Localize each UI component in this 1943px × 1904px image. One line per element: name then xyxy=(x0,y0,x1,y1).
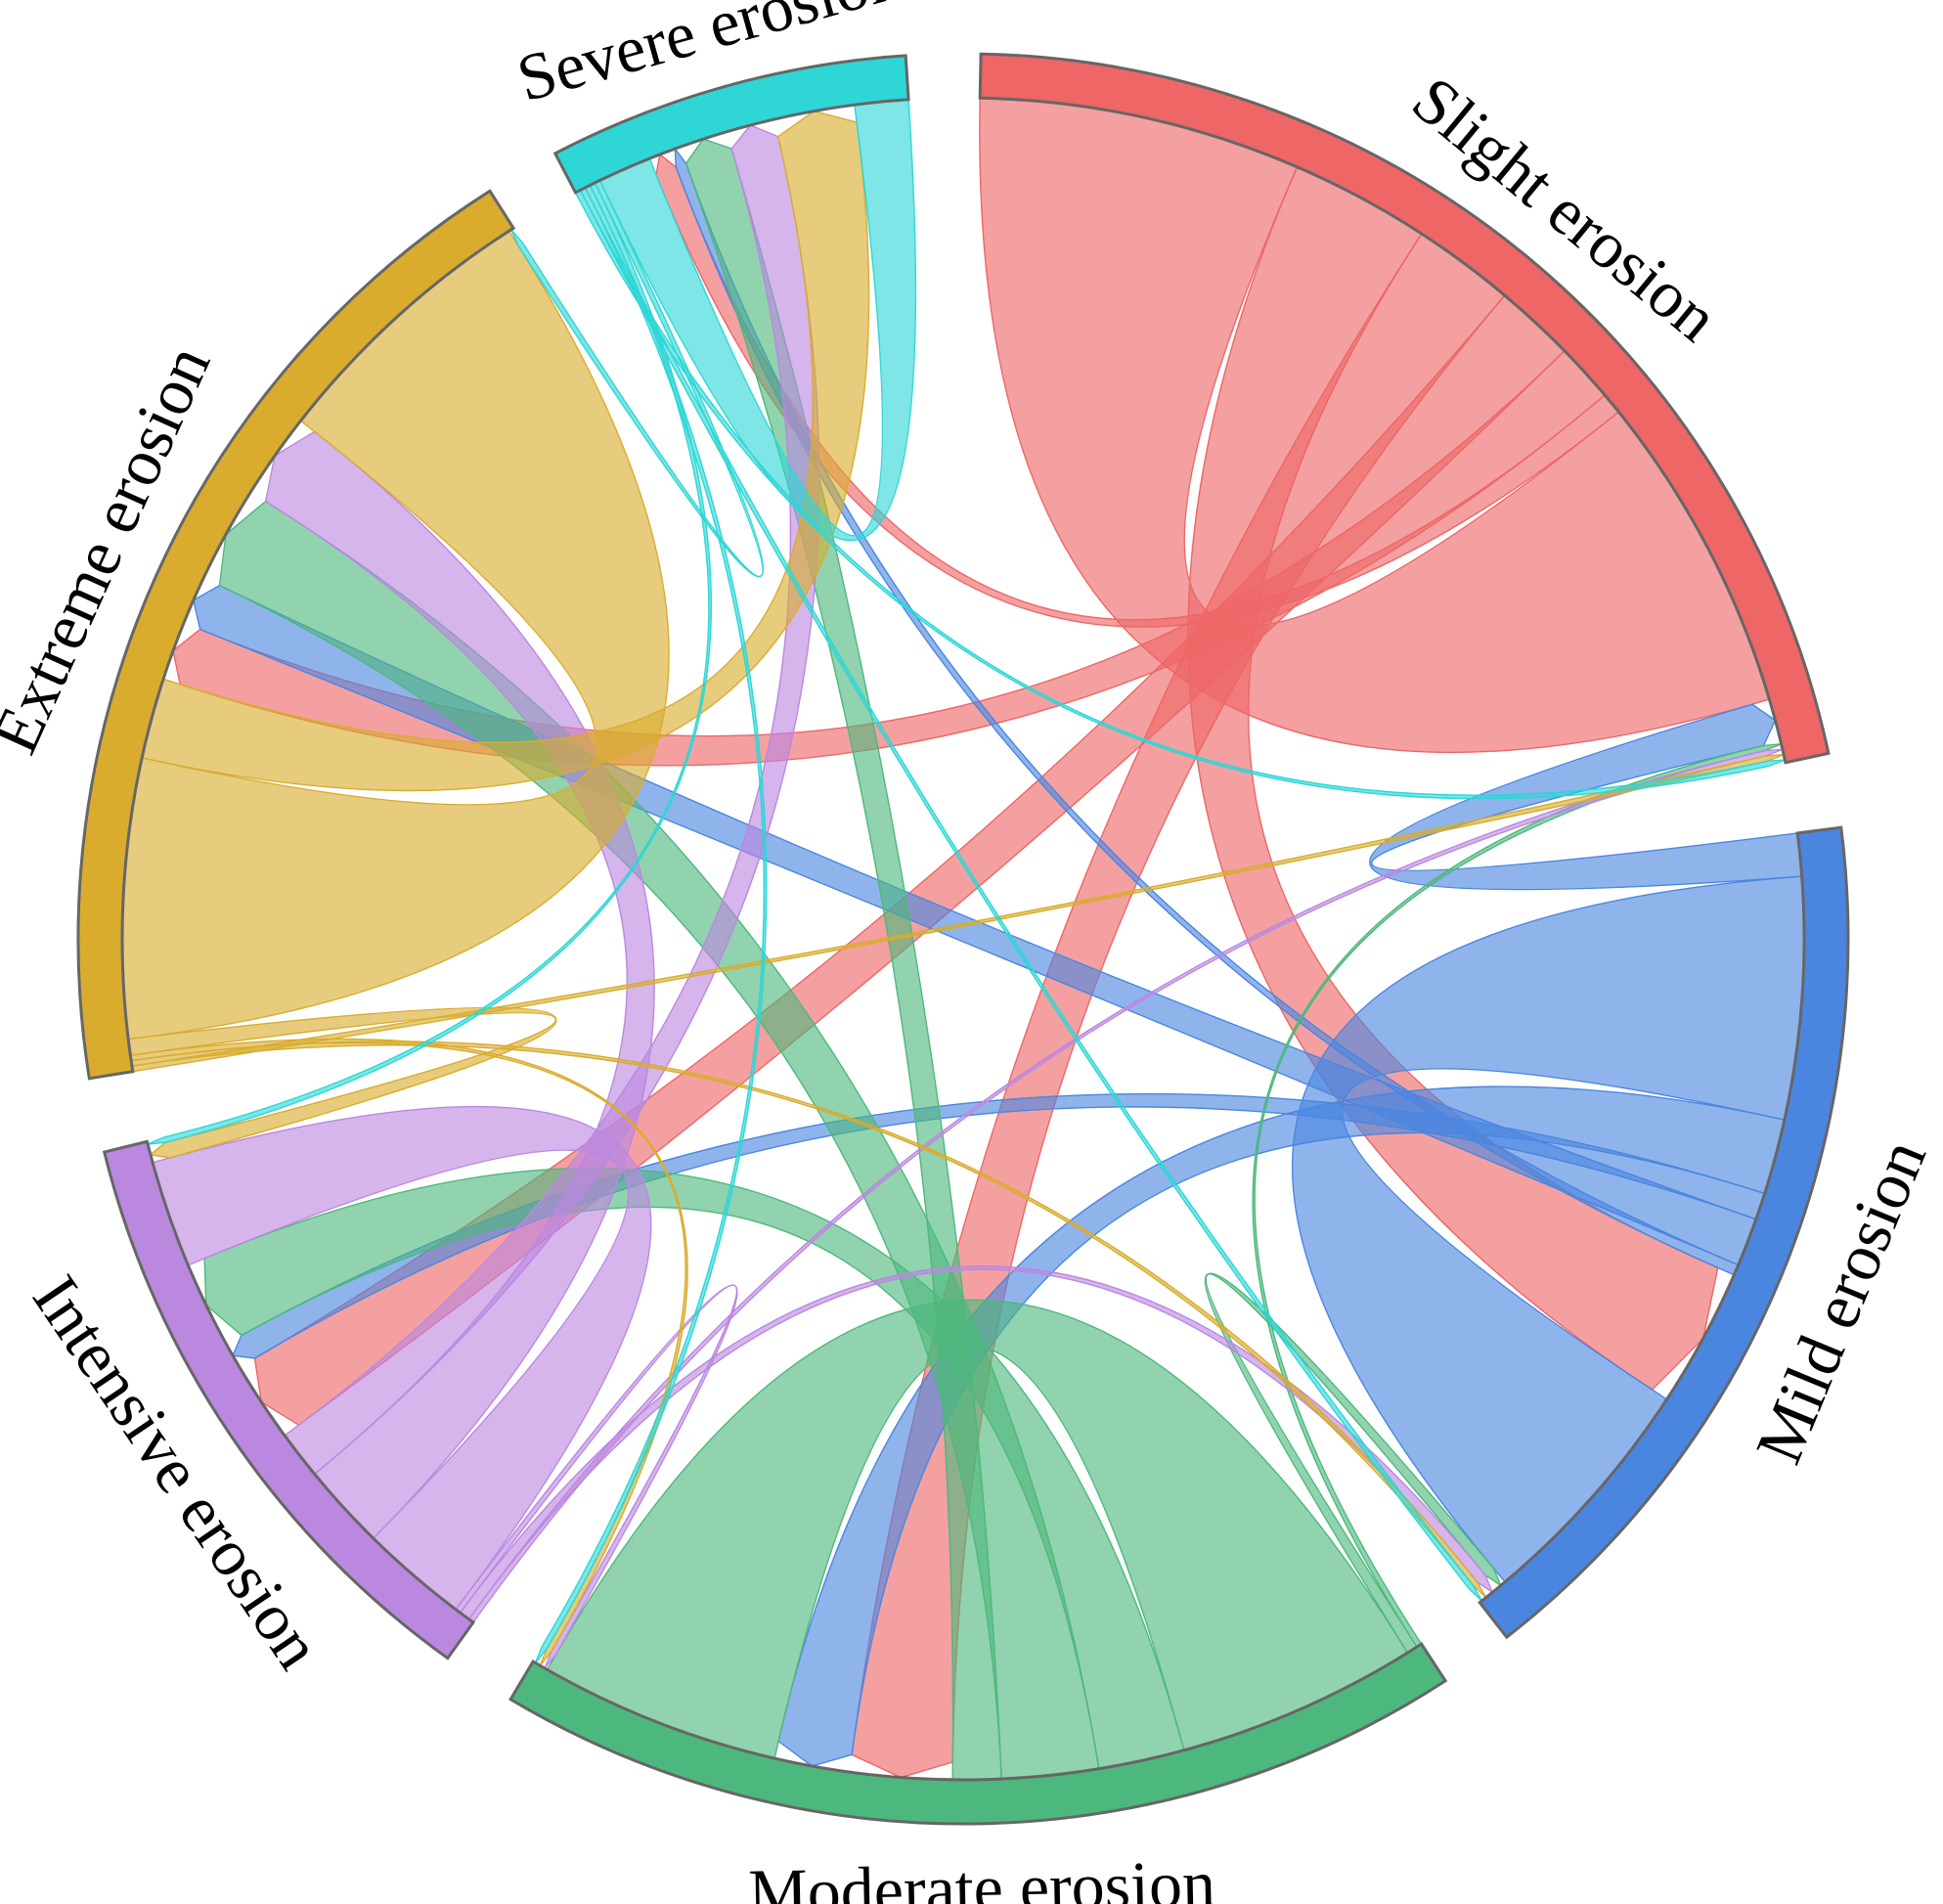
ribbon-intensive-erosion-to-moderate-erosion xyxy=(455,1284,738,1669)
ribbon-extreme-erosion-to-intensive-erosion xyxy=(127,1006,557,1159)
ribbon-intensive-erosion-to-slight-erosion xyxy=(467,748,1784,1623)
ribbon-mild-erosion-to-slight-erosion xyxy=(1369,703,1803,891)
ribbon-severe-erosion-to-intensive-erosion xyxy=(147,181,712,1145)
ribbon-mild-erosion-to-severe-erosion xyxy=(674,146,1740,1276)
group-arc-slight-erosion xyxy=(978,52,1831,765)
group-arc-moderate-erosion xyxy=(508,1642,1448,1826)
ribbon-extreme-erosion-to-severe-erosion xyxy=(141,110,870,792)
group-label-moderate-erosion: Moderate erosion xyxy=(748,1846,1216,1904)
ribbon-severe-erosion-to-moderate-erosion xyxy=(534,184,768,1663)
ribbon-moderate-erosion-to-severe-erosion xyxy=(684,138,1002,1781)
ribbon-extreme-erosion-to-mild-erosion xyxy=(130,1041,1487,1599)
ribbon-intensive-erosion-to-severe-erosion xyxy=(284,124,820,1476)
ribbon-moderate-erosion-to-mild-erosion xyxy=(1204,1272,1503,1655)
group-arc-extreme-erosion xyxy=(76,189,516,1081)
ribbon-extreme-erosion-to-moderate-erosion xyxy=(129,1038,688,1666)
group-arc-intensive-erosion xyxy=(102,1139,476,1660)
ribbon-severe-erosion-to-mild-erosion xyxy=(579,186,1483,1602)
group-arc-mild-erosion xyxy=(1478,825,1850,1640)
group-arcs-layer xyxy=(76,52,1850,1826)
ribbons-layer xyxy=(121,97,1805,1781)
ribbon-severe-erosion-to-extreme-erosion xyxy=(510,179,765,578)
group-arc-severe-erosion xyxy=(552,54,910,195)
